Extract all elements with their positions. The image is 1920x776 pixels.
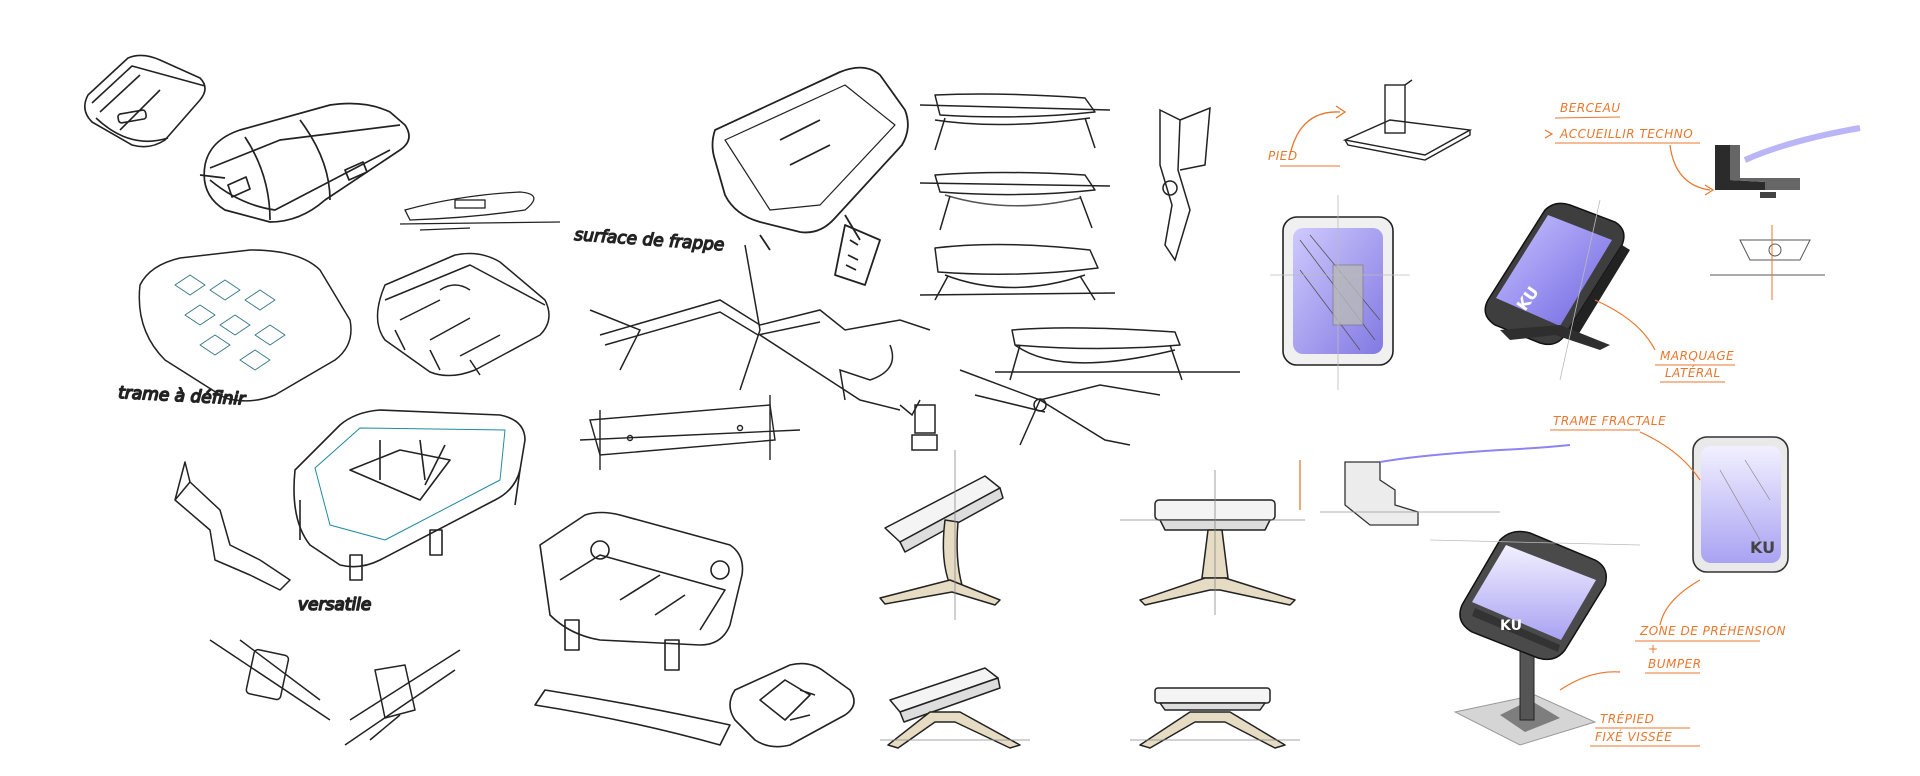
note-zone-3: BUMPER — [1648, 657, 1702, 671]
bracket-sketch — [174, 461, 291, 591]
tilted-stand-2 — [880, 667, 1030, 749]
pied-annotation: PIED — [1268, 105, 1347, 167]
underside-case-sketch — [711, 66, 909, 286]
note-zone-1: ZONE DE PRÉHENSION — [1639, 623, 1786, 638]
ku-logo-front: KU — [1750, 538, 1775, 557]
note-zone-2: + — [1648, 642, 1659, 656]
note-accueil: ACCUEILLIR TECHNO — [1559, 127, 1693, 141]
construction-lines — [1270, 195, 1641, 546]
case-small-sketch — [84, 54, 206, 148]
note-marquage-2: LATÉRAL — [1665, 365, 1721, 380]
tilted-stand-1 — [879, 450, 1004, 620]
note-surface: surface de frappe — [574, 225, 725, 255]
upright-stand-1 — [1120, 470, 1305, 615]
marquage-annotation: MARQUAGE LATÉRAL — [1594, 299, 1735, 383]
ku-device-front-render: KU — [1692, 436, 1789, 573]
surface-section-sketch: surface de frappe — [399, 191, 726, 256]
open-tray-sketch: versatile — [293, 409, 526, 616]
trepied-annotation: TRÉPIED FIXÉ VISSÉE — [1559, 671, 1700, 747]
note-trame-fractale: TRAME FRACTALE — [1553, 414, 1666, 428]
insert-sketch — [729, 662, 855, 748]
note-berceau: BERCEAU — [1560, 101, 1621, 115]
upright-stand-2 — [1130, 687, 1300, 749]
cradle-section-sketch — [1710, 125, 1861, 300]
note-versatile: versatile — [298, 595, 371, 615]
clamp-profile-sketch — [1159, 106, 1211, 262]
framed-case-sketch — [376, 252, 550, 377]
note-trepied-2: FIXÉ VISSÉE — [1595, 729, 1672, 744]
note-trepied-1: TRÉPIED — [1600, 711, 1654, 726]
rail-sketch — [579, 395, 801, 470]
ku-device-render-1: KU — [1484, 202, 1630, 350]
crossbar-sketch — [589, 244, 938, 451]
clip-profile-sketch — [1299, 444, 1571, 526]
note-trame: trame à définir — [118, 383, 247, 410]
note-pied: PIED — [1268, 149, 1298, 163]
ku-device-tripod-render: KU — [1453, 530, 1607, 746]
foot-detail-sketch — [1342, 79, 1473, 161]
trame-fractale-annotation: TRAME FRACTALE — [1550, 414, 1701, 481]
case-large-sketch — [199, 102, 410, 223]
clip-sketches — [209, 639, 461, 746]
ku-logo-tripod: KU — [1500, 618, 1522, 634]
frame-tray-sketch — [534, 511, 744, 746]
textured-tray-sketch: trame à définir — [117, 249, 352, 410]
zone-annotation: ZONE DE PRÉHENSION + BUMPER — [1635, 579, 1786, 674]
berceau-annotation: BERCEAU ACCUEILLIR TECHNO — [1544, 101, 1715, 196]
base-leg-sketch — [959, 369, 1161, 446]
side-profile-sketches — [919, 93, 1240, 381]
note-marquage-1: MARQUAGE — [1660, 349, 1734, 363]
